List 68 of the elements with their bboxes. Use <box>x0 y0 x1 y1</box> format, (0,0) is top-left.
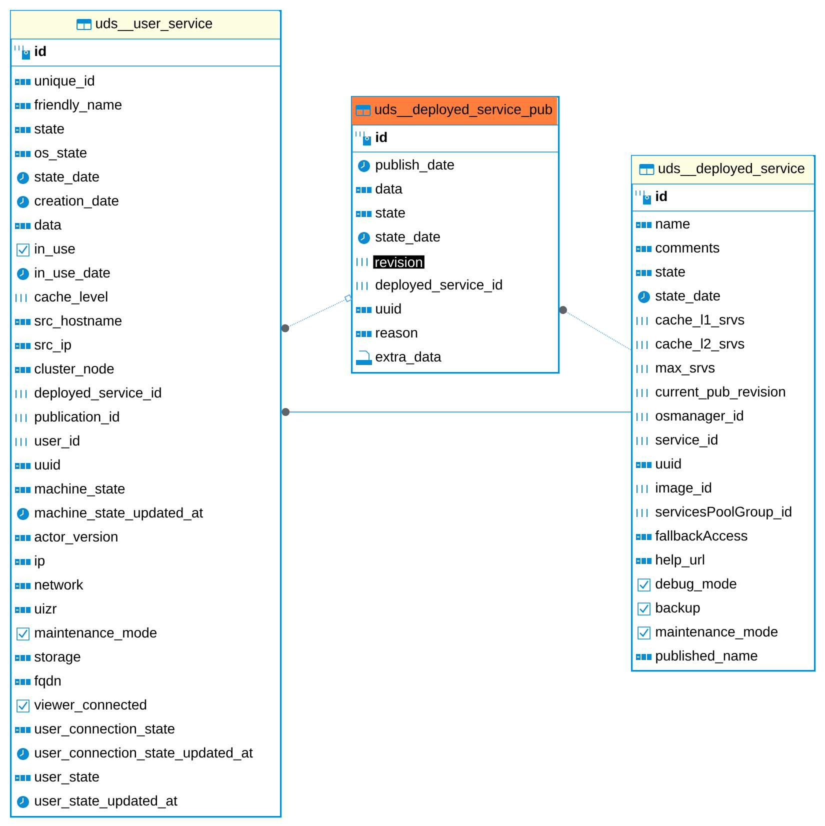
column-name: src_ip <box>34 339 71 352</box>
table-header: uds__deployed_service <box>630 156 814 184</box>
column-name: user_connection_state_updated_at <box>35 747 253 760</box>
column-name: unique_id <box>35 75 94 88</box>
column-name: maintenance_mode <box>35 627 157 640</box>
column-name: service_id <box>656 434 718 448</box>
column-name: network <box>35 579 84 590</box>
column-name: cache_level <box>34 291 108 304</box>
column-name: friendly_name <box>34 99 122 112</box>
column-name: src_hostname <box>34 315 122 328</box>
column-name: id <box>656 190 667 202</box>
column-name: os_state <box>34 148 86 160</box>
column-name: state <box>656 267 685 277</box>
relationship-line <box>281 294 352 332</box>
column-name: state <box>34 124 64 134</box>
column-name: state <box>376 208 405 218</box>
column-name: name <box>656 220 690 229</box>
column-name: data <box>34 219 62 230</box>
column-name: in_use_date <box>35 267 110 280</box>
column-name: backup <box>656 602 700 616</box>
selected-column-name: revision <box>373 255 424 269</box>
column-name: servicesPoolGroup_id <box>656 506 792 520</box>
column-name: deployed_service_id <box>376 279 502 292</box>
column-name: extra_data <box>376 351 442 364</box>
column-name: cache_l2_srvs <box>656 338 744 352</box>
column-name: maintenance_mode <box>656 626 778 640</box>
column-name: deployed_service_id <box>34 387 161 400</box>
column-name: uizr <box>35 603 57 614</box>
column-name: state_date <box>656 290 720 304</box>
column-name: publish_date <box>376 159 454 172</box>
column-name: user_state <box>35 772 99 784</box>
column-name: id <box>376 132 387 142</box>
column-name: current_pub_revision <box>656 386 786 400</box>
column-name: in_use <box>35 243 75 256</box>
column-name: reason <box>376 330 418 338</box>
column-name: user_state_updated_at <box>35 795 178 808</box>
column-name: machine_state <box>35 483 125 496</box>
column-name: uuid <box>656 458 681 469</box>
column-name: viewer_connected <box>34 699 146 712</box>
relationship-line <box>282 408 632 416</box>
column-name: user_connection_state <box>35 723 174 736</box>
relationship-line <box>559 306 632 350</box>
column-name: state_date <box>376 231 440 244</box>
column-name: debug_mode <box>656 578 736 592</box>
column-name: uuid <box>35 459 60 470</box>
column-name: fqdn <box>34 675 61 688</box>
table-header: uds__user_service <box>10 10 280 40</box>
column-name: data <box>376 183 402 194</box>
column-name: ip <box>35 555 44 568</box>
column-name: max_srvs <box>656 364 715 376</box>
column-name: uuid <box>376 303 401 314</box>
column-name: actor_version <box>34 531 118 544</box>
column-name: help_url <box>656 554 704 568</box>
column-name: user_id <box>35 435 80 448</box>
column-name: image_id <box>656 482 712 496</box>
column-name: id <box>35 46 46 56</box>
column-name: published_name <box>656 650 758 664</box>
column-name: storage <box>34 652 80 664</box>
column-name: publication_id <box>35 411 119 424</box>
column-name: fallbackAccess <box>655 530 748 541</box>
column-name: osmanager_id <box>656 410 743 424</box>
table-header: uds__deployed_service_pub <box>350 96 558 126</box>
column-name: machine_state_updated_at <box>35 507 203 520</box>
column-name: cache_l1_srvs <box>656 314 744 328</box>
column-name: comments <box>656 243 720 253</box>
column-name: creation_date <box>34 195 118 208</box>
column-name: state_date <box>34 171 99 184</box>
column-name: cluster_node <box>34 363 114 376</box>
